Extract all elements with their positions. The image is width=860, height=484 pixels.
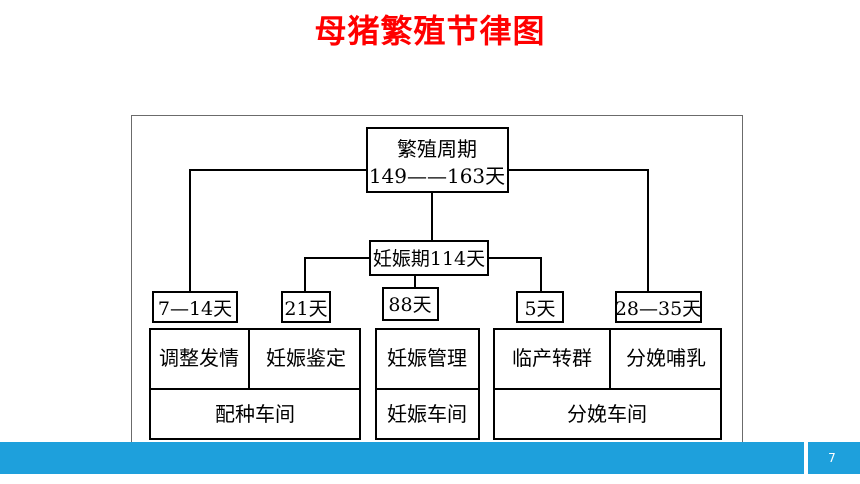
page-number-box [808,442,860,474]
duration-label-1: 7—14天 [158,298,232,320]
pregnancy-node-label: 妊娠期114天 [373,248,485,270]
farrowing-workshop-group [493,328,722,440]
duration-box-2 [281,291,331,323]
root-node-line2: 149——163天 [369,164,505,188]
connector-root-left [189,169,367,292]
pregnancy-workshop-group [375,328,480,440]
root-node-line1: 繁殖周期 [397,137,477,161]
duration-box-1 [152,291,238,323]
connector-pregnancy-21 [304,257,370,292]
root-node-box [366,127,509,193]
workshop-label-2: 妊娠车间 [387,402,467,426]
breeding-workshop-group [149,328,361,440]
farrowing-workshop-frame [493,328,722,440]
stage-label-5: 分娩哺乳 [626,346,706,370]
stage-label-3: 妊娠管理 [387,346,467,370]
connector-root-right [508,169,649,292]
stage-label-2: 妊娠鉴定 [266,346,346,370]
duration-label-5: 28—35天 [615,298,701,320]
stage-label-4: 临产转群 [512,346,592,370]
workshop-label-3: 分娩车间 [567,402,647,426]
connector-pregnancy-5 [488,257,542,292]
duration-box-3 [382,287,439,321]
stage-label-1: 调整发情 [159,346,239,370]
duration-box-5 [615,291,702,323]
duration-label-3: 88天 [388,294,431,316]
connector-lines [189,169,649,292]
duration-label-2: 21天 [284,298,327,320]
slide-title: 母猪繁殖节律图 [314,12,546,50]
breeding-workshop-frame [149,328,361,440]
page-number: 7 [828,451,836,465]
duration-label-4: 5天 [524,298,555,320]
pregnancy-workshop-frame [375,328,480,440]
pregnancy-node-box [369,240,489,276]
workshop-label-1: 配种车间 [215,402,295,426]
footer-bar [0,442,804,474]
duration-box-4 [516,291,564,323]
